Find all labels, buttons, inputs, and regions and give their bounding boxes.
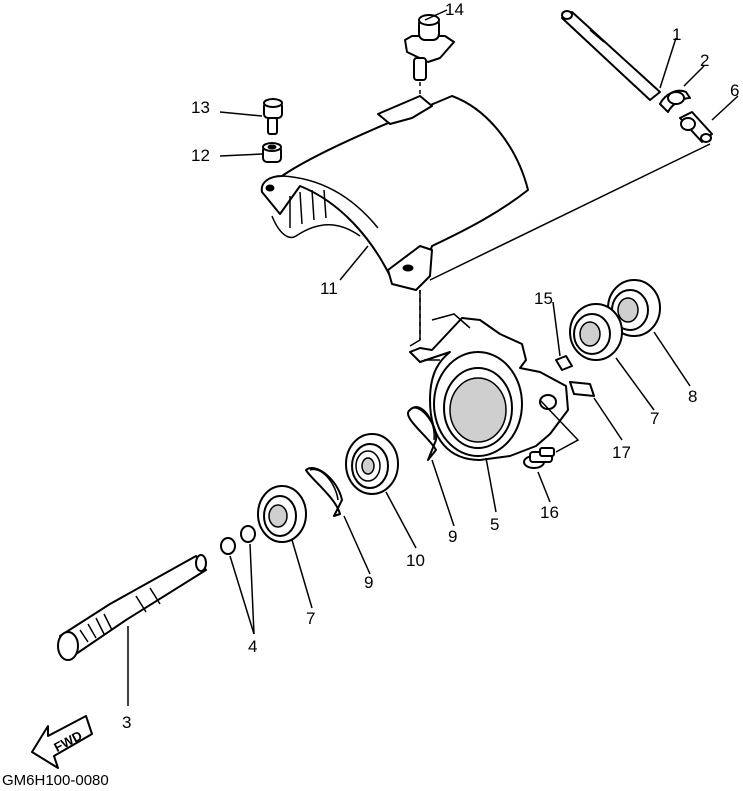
callout-12: 12 bbox=[191, 146, 210, 165]
fitting-part-14 bbox=[404, 14, 455, 81]
leader-16 bbox=[537, 471, 551, 503]
leader-2 bbox=[683, 65, 705, 87]
callout-7-upper: 7 bbox=[650, 409, 659, 428]
alignment-line-nipple bbox=[429, 143, 711, 281]
oil-seal-part-10 bbox=[345, 433, 399, 495]
callout-1: 1 bbox=[672, 25, 681, 44]
leader-7-upper bbox=[615, 357, 655, 411]
plug-part-15 bbox=[555, 355, 573, 371]
callout-13: 13 bbox=[191, 98, 210, 117]
circlip-part-9-lower bbox=[305, 467, 343, 517]
bolt-part-13 bbox=[263, 98, 283, 135]
housing-cover-part-11 bbox=[260, 95, 529, 291]
leader-6 bbox=[711, 95, 739, 121]
collar-part-12 bbox=[262, 142, 282, 163]
callout-5: 5 bbox=[490, 515, 499, 534]
leader-4a bbox=[229, 555, 255, 635]
leader-7-lower bbox=[291, 539, 313, 609]
leader-13 bbox=[219, 111, 263, 117]
leader-12 bbox=[219, 153, 263, 157]
clip-part-2 bbox=[659, 89, 691, 113]
alignment-line-bolt bbox=[539, 399, 580, 453]
callout-17: 17 bbox=[612, 443, 631, 462]
callout-2: 2 bbox=[700, 51, 709, 70]
callout-8: 8 bbox=[688, 387, 697, 406]
alignment-line-lower bbox=[409, 290, 421, 347]
bearing-part-7-upper bbox=[569, 303, 623, 361]
callout-7-lower: 7 bbox=[306, 609, 315, 628]
callout-9-lower: 9 bbox=[364, 573, 373, 592]
leader-9-upper bbox=[431, 459, 455, 527]
leader-11 bbox=[339, 245, 369, 281]
callout-11: 11 bbox=[320, 279, 338, 298]
callout-6: 6 bbox=[730, 81, 739, 100]
pin-part-1 bbox=[561, 10, 661, 101]
leader-17 bbox=[593, 397, 623, 441]
drive-shaft-part-3 bbox=[57, 554, 207, 661]
callout-16: 16 bbox=[540, 503, 559, 522]
plate-part-17 bbox=[569, 381, 595, 397]
bearing-part-7-lower bbox=[257, 485, 307, 543]
leader-9-lower bbox=[343, 515, 371, 575]
callout-15: 15 bbox=[534, 289, 553, 308]
leader-14 bbox=[424, 9, 448, 21]
leader-1 bbox=[659, 37, 677, 89]
callout-10: 10 bbox=[406, 551, 425, 570]
callout-4: 4 bbox=[248, 637, 257, 656]
leader-4b bbox=[249, 543, 255, 635]
circlip-part-9-upper bbox=[407, 406, 438, 461]
leader-10 bbox=[385, 491, 417, 549]
fwd-direction-arrow: FWD bbox=[31, 715, 93, 769]
bolt-part-16 bbox=[523, 447, 555, 469]
nipple-part-6 bbox=[679, 111, 713, 143]
bearing-housing-part-5 bbox=[409, 313, 569, 461]
callout-3: 3 bbox=[122, 713, 131, 732]
leader-5 bbox=[485, 457, 497, 513]
leader-8 bbox=[653, 331, 691, 387]
callout-9-upper: 9 bbox=[448, 527, 457, 546]
leader-15 bbox=[552, 301, 561, 357]
callout-14: 14 bbox=[445, 0, 464, 19]
o-rings-part-4 bbox=[220, 525, 256, 555]
drawing-code: GM6H100-0080 bbox=[2, 772, 109, 789]
